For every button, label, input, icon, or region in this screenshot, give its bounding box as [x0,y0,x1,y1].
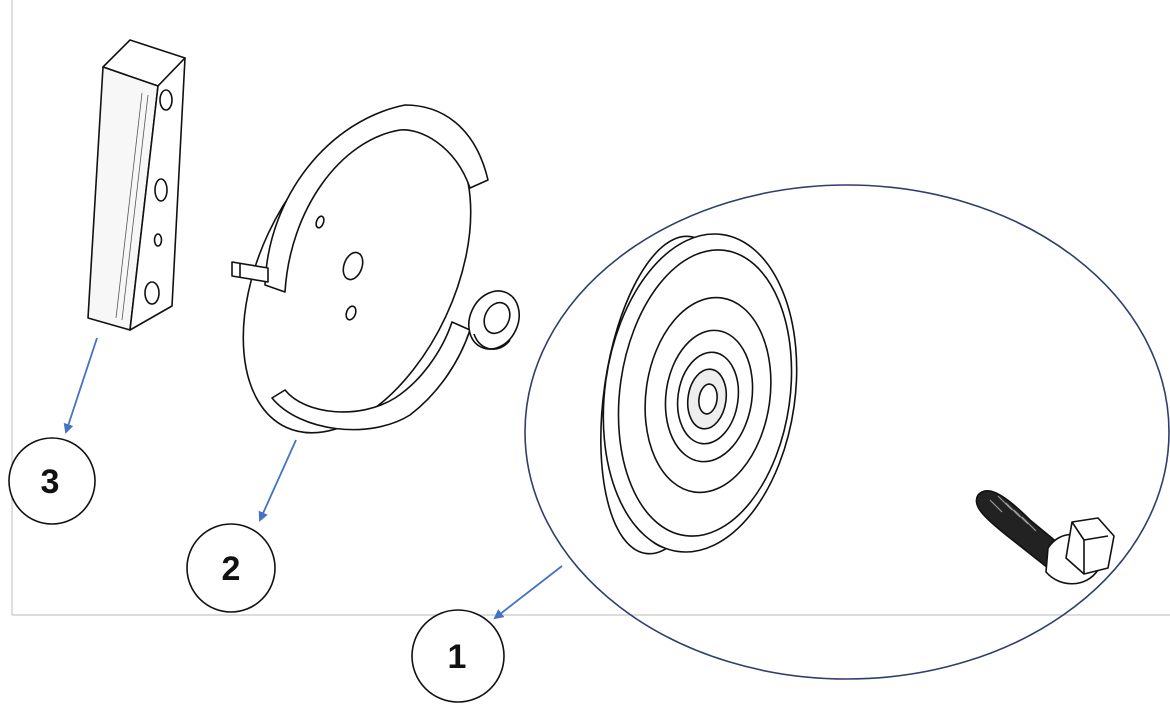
callout-1: 1 [411,609,505,703]
callout-3-circle [8,437,96,525]
block-holes [144,89,173,305]
pulley-icon [600,233,798,555]
callout-3: 3 [8,437,96,525]
washer-icon [468,290,520,350]
callout-2-circle [186,523,276,613]
leader-arrows [63,337,563,620]
disc-shaft [231,261,269,283]
rectangular-block-icon [87,39,186,331]
callout-1-label: 1 [448,638,467,676]
callout-2: 2 [186,523,276,613]
cut-disc-icon [231,104,489,434]
group-boundary-ellipse [524,184,1170,680]
callout-3-label: 3 [41,463,60,501]
arrow-to-callout-2 [258,439,297,522]
callout-2-label: 2 [222,550,241,588]
disc-upper-flange [264,104,489,293]
disc-holes [315,215,364,321]
arrow-to-callout-1 [493,565,563,620]
frame-lines [11,0,1170,616]
callout-1-circle [411,609,505,703]
block-edge-hatch [115,92,149,321]
hex-bolt-icon [975,490,1115,585]
arrow-to-callout-3 [63,337,98,434]
